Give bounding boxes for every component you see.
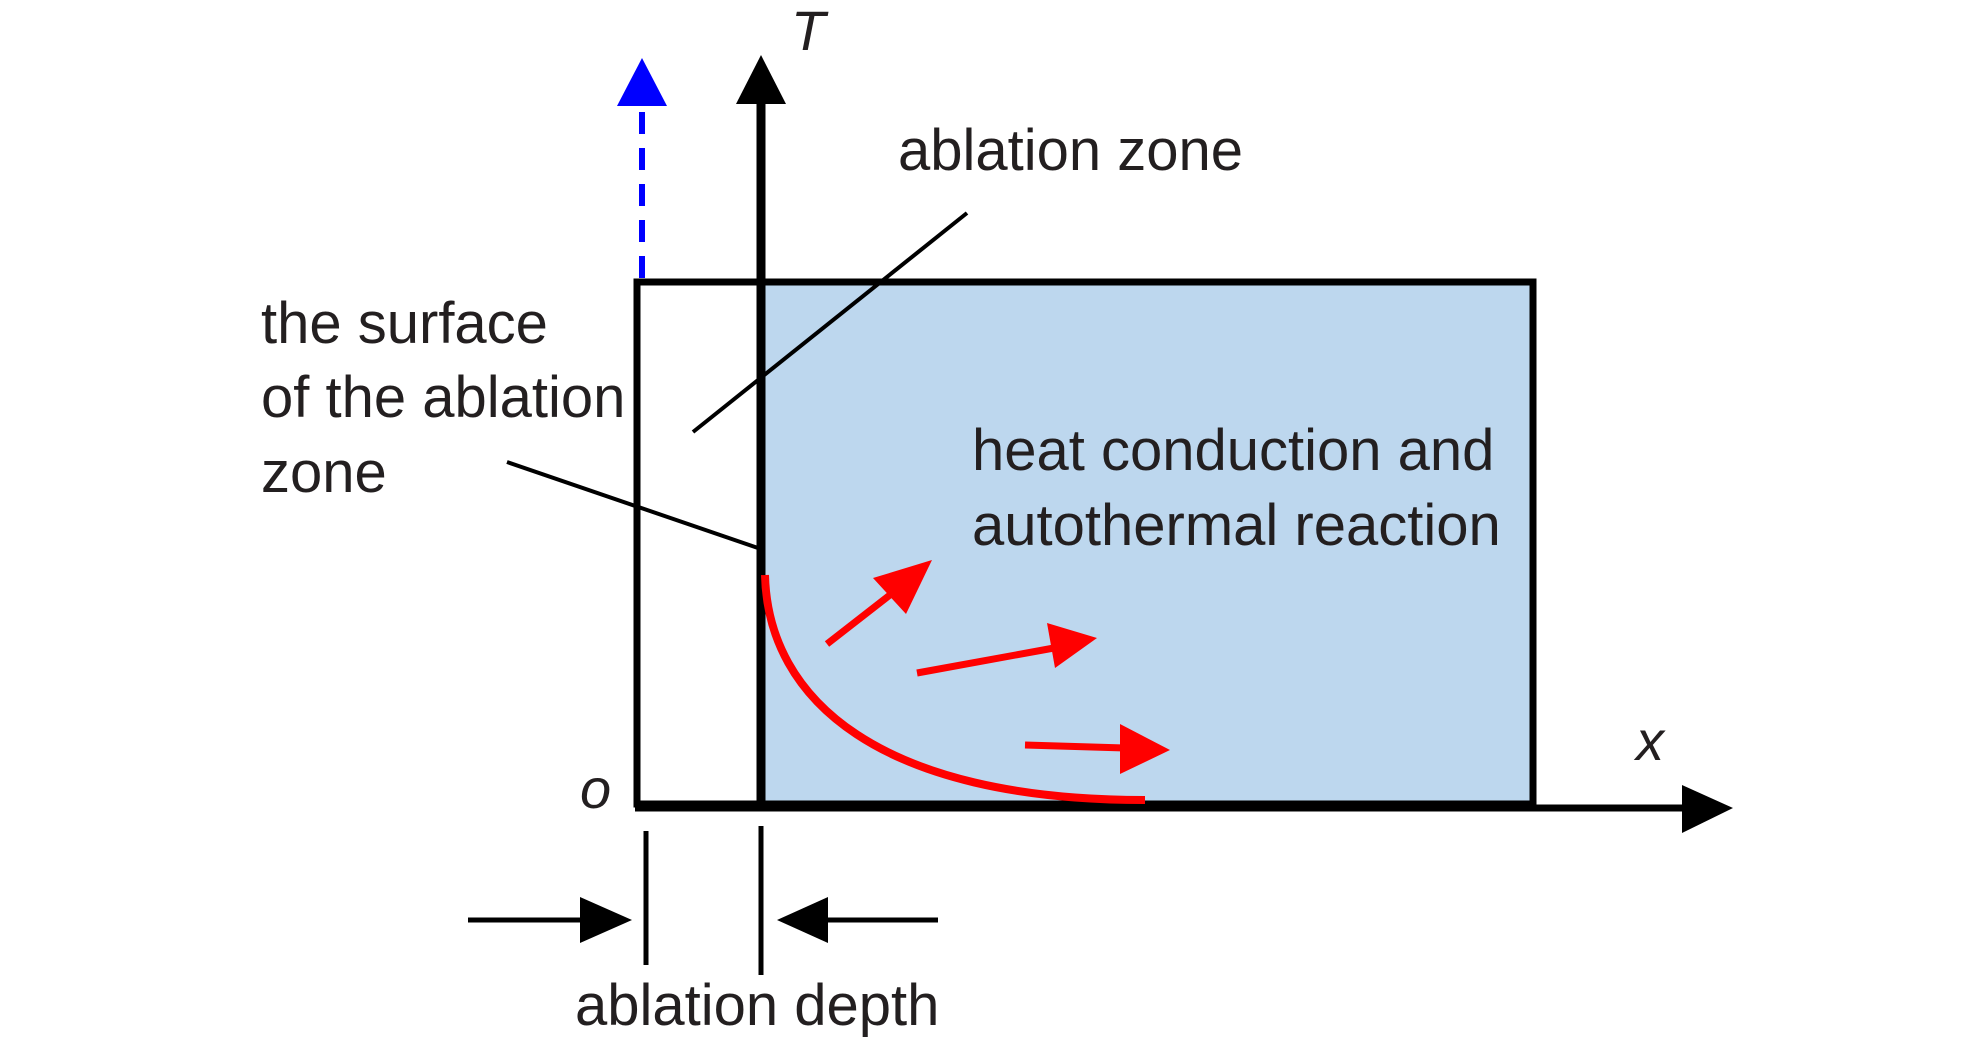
x-axis-arrow-head — [1682, 785, 1733, 833]
surface-label-line-2: of the ablation — [261, 365, 625, 430]
heat-arrow-1-shaft — [824, 588, 898, 647]
heat-arrow-2-shaft — [916, 644, 1055, 677]
surface-label-line-1: the surface — [261, 291, 548, 356]
heat-arrow-3-shaft — [1024, 741, 1126, 752]
x-axis-label: x — [1633, 709, 1666, 772]
t-axis-label: T — [791, 0, 829, 62]
ablation-depth-label: ablation depth — [575, 973, 939, 1038]
ablation-zone-label: ablation zone — [898, 118, 1243, 183]
origin-label: o — [580, 757, 611, 820]
heat-conduction-region — [761, 282, 1533, 804]
ablation-layer-outline — [633, 278, 1537, 808]
dashed-blue-arrow-head — [617, 58, 667, 106]
temperature-curve — [761, 574, 1146, 804]
heat-label-line-1: heat conduction and — [972, 418, 1494, 483]
heat-label-line-2: autothermal reaction — [972, 493, 1501, 558]
depth-arrow-right-head — [777, 897, 828, 943]
surface-label-line-3: zone — [261, 440, 387, 505]
heat-arrow-1-head — [873, 560, 932, 614]
t-axis-arrow-head — [736, 55, 786, 104]
depth-arrow-left-head — [580, 897, 632, 943]
heat-arrow-3-head — [1120, 724, 1170, 774]
heat-arrow-2-head — [1047, 623, 1097, 668]
ablation-zone-leader — [691, 211, 969, 434]
surface-leader — [506, 460, 759, 550]
